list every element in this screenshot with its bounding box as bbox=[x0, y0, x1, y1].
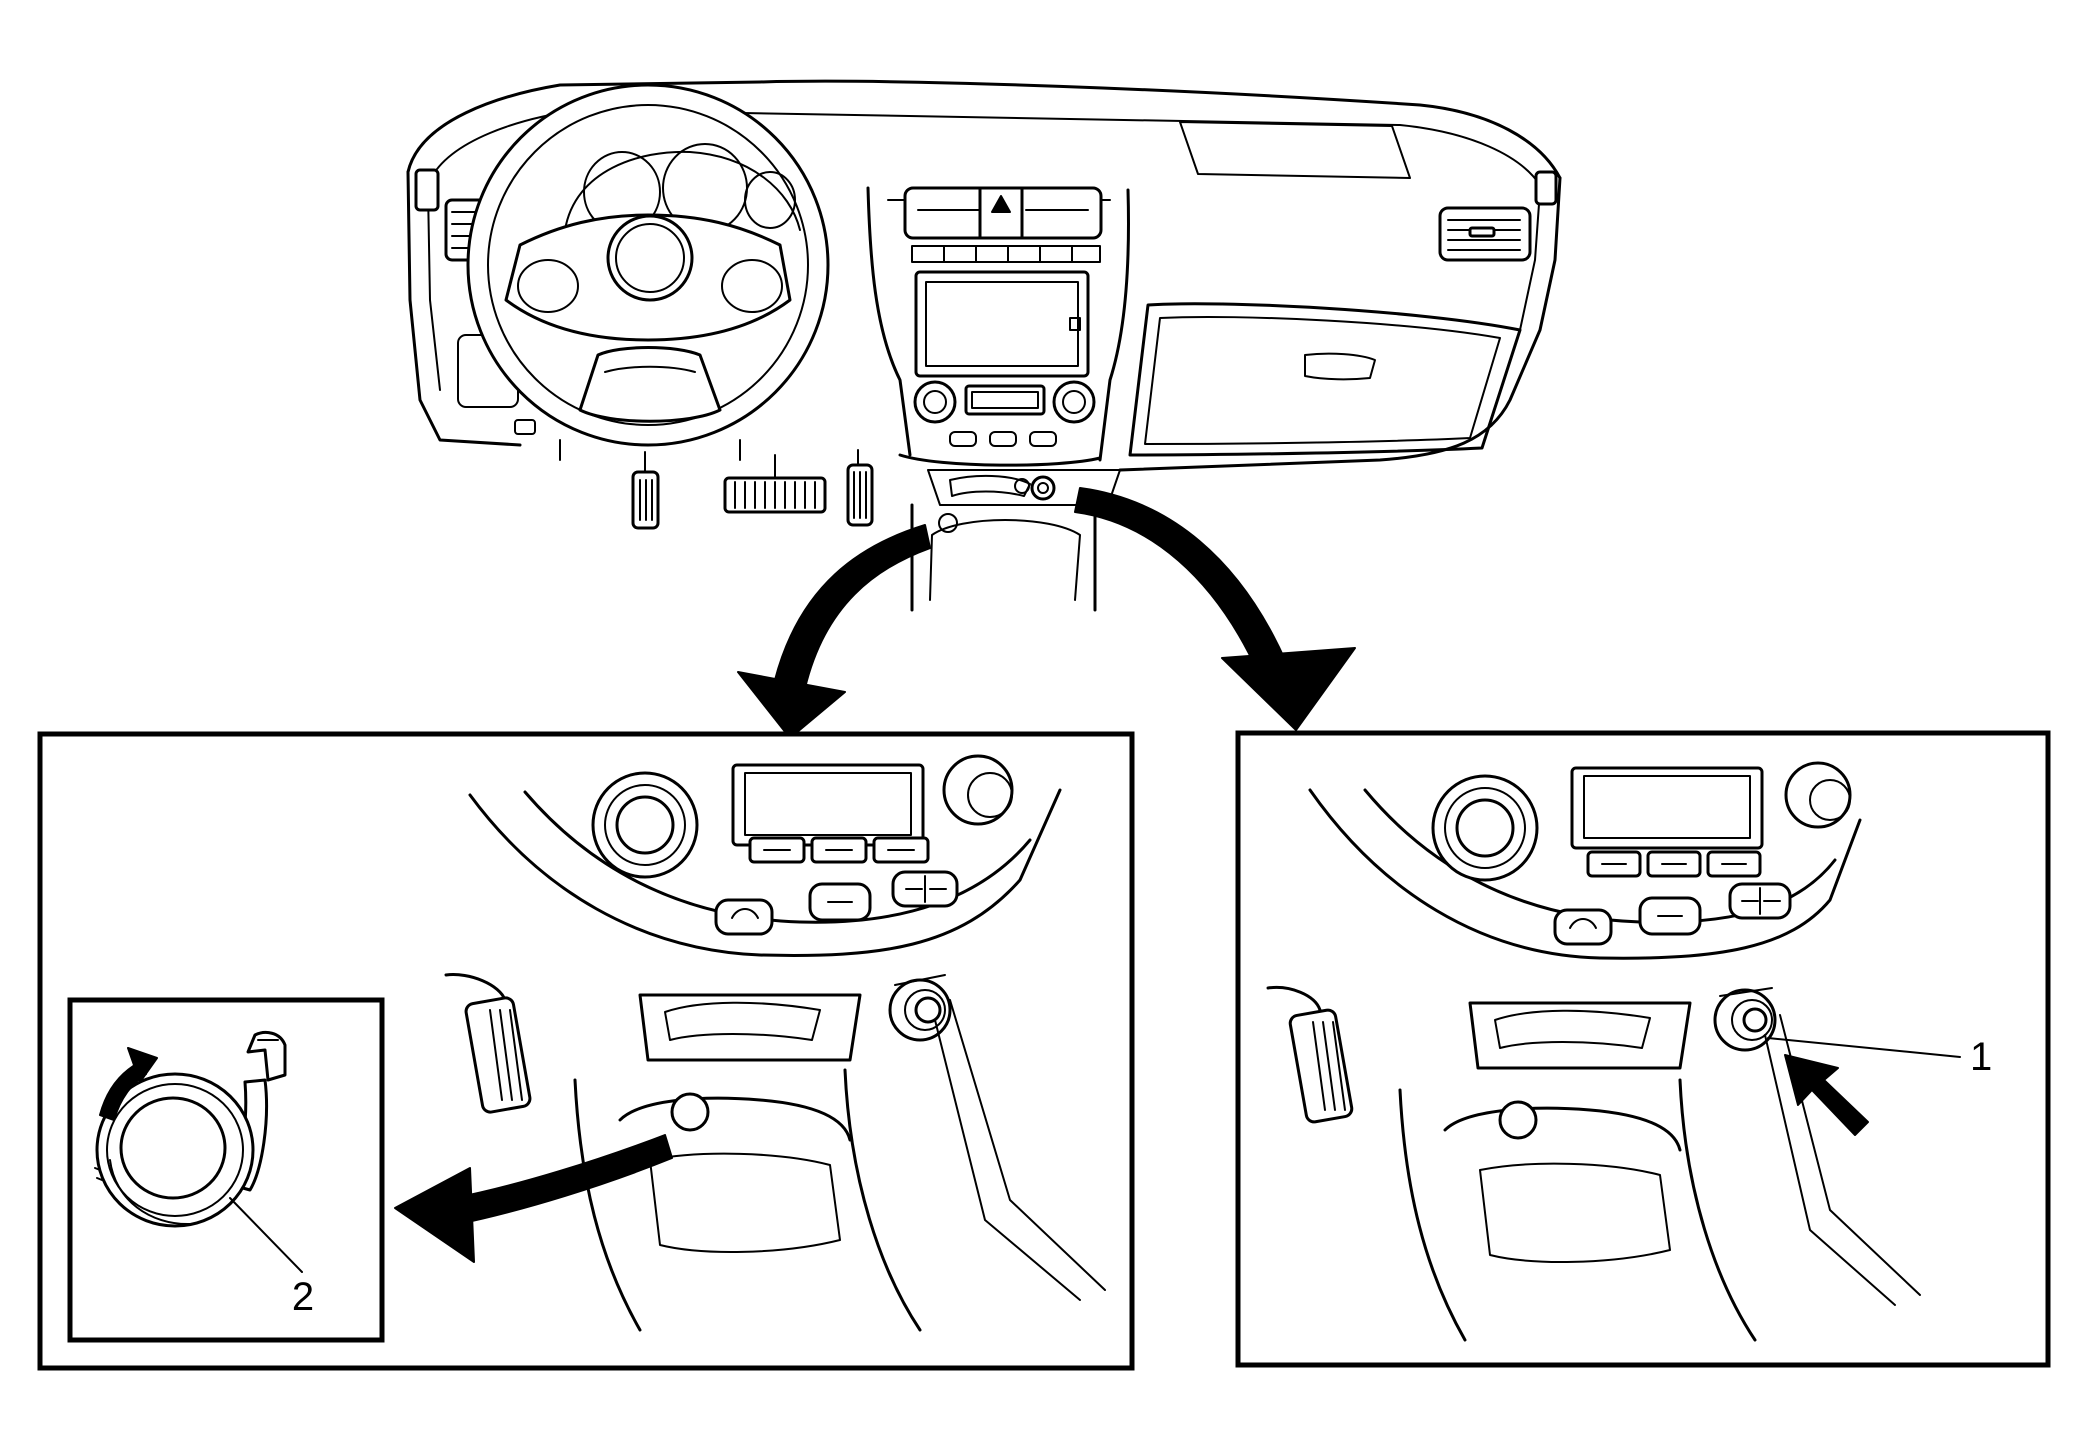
callout-2-leader bbox=[229, 1197, 303, 1273]
callout-1-leader bbox=[1767, 1037, 1961, 1058]
dashboard-overview bbox=[406, 79, 1562, 612]
left-detail-panel: 2 bbox=[37, 731, 1135, 1371]
callout-label-2: 2 bbox=[292, 1275, 314, 1319]
callout-label-1: 1 bbox=[1970, 1035, 1992, 1079]
push-direction-arrow bbox=[1784, 1054, 1869, 1136]
right-detail-panel: 1 bbox=[1235, 730, 2051, 1368]
lighter-cap-illustration bbox=[94, 1031, 287, 1228]
right-pointer-arrow bbox=[1074, 487, 1356, 731]
left-pointer-arrow bbox=[737, 524, 931, 739]
